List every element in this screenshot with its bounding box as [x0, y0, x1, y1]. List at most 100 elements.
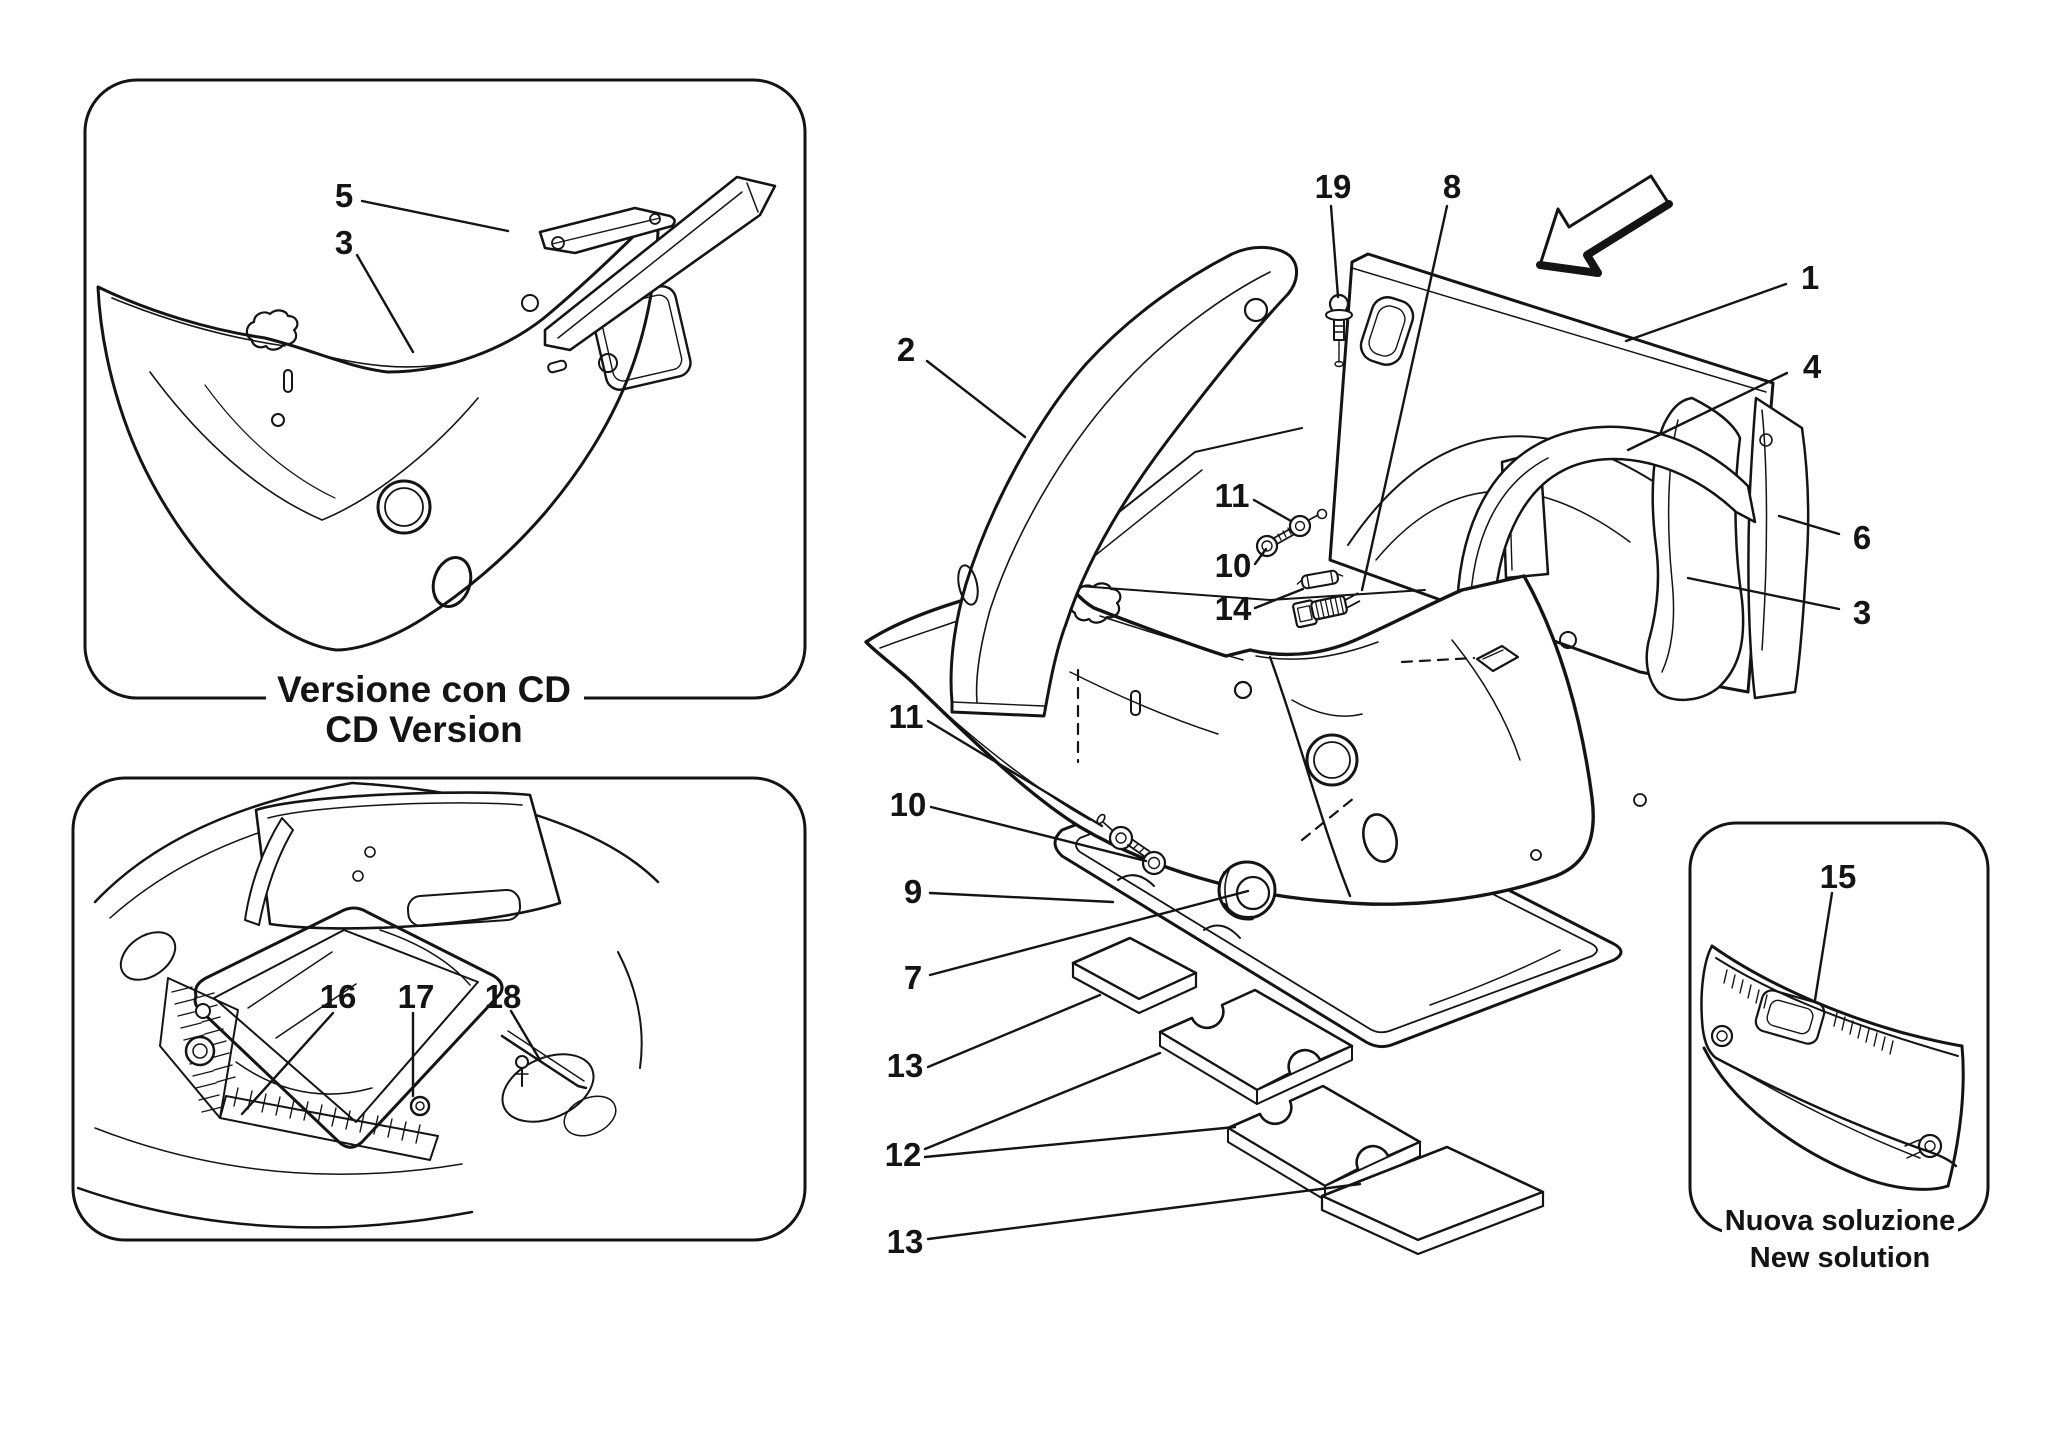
switch-drawing [1292, 592, 1361, 629]
callout-number: 5 [335, 177, 353, 214]
callout-14-main: 14 [1215, 587, 1305, 627]
leader-line [1360, 204, 1449, 592]
foam-pad-13-upper [1071, 936, 1198, 1015]
callout-8-main: 8 [1360, 168, 1461, 592]
callout-11-main: 11 [1215, 477, 1293, 523]
leader-line [360, 199, 510, 233]
insulation-panel-drawing [1747, 396, 1810, 700]
callout-13-main: 13 [887, 1182, 1362, 1260]
side-panel-drawing [949, 246, 1298, 718]
leader-line [925, 359, 1027, 439]
callout-number: 15 [1820, 858, 1857, 895]
leader-line [1252, 498, 1293, 523]
leader-line [926, 719, 1104, 828]
callout-4-main: 4 [1626, 348, 1822, 452]
callout-number: 1 [1801, 259, 1819, 296]
callout-10-main: 10 [890, 786, 1148, 863]
screw-19-drawing [1325, 293, 1353, 368]
leader-line [928, 891, 1115, 904]
lower-bolt-drawing [1096, 813, 1167, 876]
callout-number: 4 [1803, 348, 1822, 385]
callout-number: 18 [485, 978, 522, 1015]
callout-2-main: 2 [897, 331, 1027, 439]
leader-line [1253, 547, 1268, 566]
leader-line [1624, 282, 1788, 343]
callout-number: 2 [897, 331, 915, 368]
cd-bracket-drawing [538, 206, 676, 255]
callout-15-new-inset: 15 [1813, 858, 1857, 1002]
callout-3-cd-inset: 3 [335, 224, 415, 354]
upper-bolt-drawing [1255, 508, 1328, 558]
callout-11-main: 11 [889, 698, 1104, 828]
leader-line [509, 1009, 542, 1062]
cowl-blade [244, 817, 294, 926]
leader-line [1777, 514, 1841, 536]
caption-backdrop [1722, 1200, 1958, 1236]
callout-number: 11 [889, 698, 924, 735]
callout-18-trunk-inset: 18 [485, 978, 542, 1062]
inset-trunk-box [71, 776, 807, 1242]
leader-line [355, 253, 415, 354]
main-exploded-view [864, 174, 1810, 1256]
callout-number: 16 [320, 978, 357, 1015]
leader-line [1686, 576, 1841, 611]
grate-hatching [159, 977, 439, 1161]
callout-9-main: 9 [904, 873, 1115, 910]
leader-line [929, 805, 1148, 863]
callout-1-main: 1 [1624, 259, 1819, 343]
callout-number: 19 [1315, 168, 1352, 205]
callout-number: 3 [335, 224, 353, 261]
inset-trunk-border [71, 776, 807, 1242]
trunk-opening-drawing [193, 906, 504, 1149]
callout-number: 7 [904, 959, 922, 996]
callout-number: 8 [1443, 168, 1461, 205]
callout-number: 10 [890, 786, 927, 823]
callout-number: 9 [904, 873, 922, 910]
inset-new-solution-box: Nuova soluzione New solution [1688, 821, 1990, 1274]
callout-7-main: 7 [904, 889, 1250, 996]
grommet-drawing [1217, 860, 1277, 921]
callout-number: 17 [398, 978, 435, 1015]
cowl-panel-drawing [1700, 944, 1965, 1191]
leader-line [926, 993, 1102, 1069]
pocket-plate [1475, 644, 1520, 673]
callout-12-main: 12 [885, 1051, 1237, 1173]
direction-arrow-icon [1536, 174, 1673, 277]
callout-number: 13 [887, 1047, 924, 1084]
inset-cd-version-box: Versione con CD CD Version [83, 78, 807, 750]
leader-line [926, 1182, 1362, 1241]
leader-line [1329, 204, 1340, 299]
caption-backdrop [266, 667, 584, 707]
hidden-edge-dashes [1076, 656, 1476, 842]
leader-line [1626, 371, 1789, 452]
headlight-contour [119, 931, 177, 981]
callout-3-main: 3 [1686, 576, 1871, 631]
trunk-lid-drawing [254, 791, 562, 930]
cd-windshield-blade-drawing [543, 175, 777, 352]
callout-number: 14 [1215, 590, 1252, 627]
bulb-drawing [1296, 569, 1344, 590]
callout-number: 13 [887, 1223, 924, 1260]
trunk-strut-drawing [500, 1030, 588, 1090]
caption-nuova-soluzione: Nuova soluzione [1725, 1205, 1955, 1237]
leader-line [1813, 891, 1834, 1002]
callout-16-trunk-inset: 16 [240, 978, 357, 1116]
callout-13-main: 13 [887, 993, 1102, 1084]
leader-line [923, 1125, 1237, 1159]
callout-6-main: 6 [1777, 514, 1871, 556]
callout-number: 6 [1853, 519, 1871, 556]
leader-line [1253, 587, 1305, 610]
callout-number: 12 [885, 1136, 922, 1173]
callout-number: 3 [1853, 594, 1871, 631]
trunk-drawing [76, 781, 660, 1229]
callout-17-trunk-inset: 17 [398, 978, 435, 1098]
cd-front-trim-drawing [96, 218, 692, 652]
caption-versione-con-cd: Versione con CD [277, 669, 571, 710]
caption-cd-version: CD Version [325, 709, 522, 750]
leader-line [240, 1011, 335, 1116]
foam-pad-12-upper [1158, 988, 1354, 1105]
callout-5-cd-inset: 5 [335, 177, 510, 233]
